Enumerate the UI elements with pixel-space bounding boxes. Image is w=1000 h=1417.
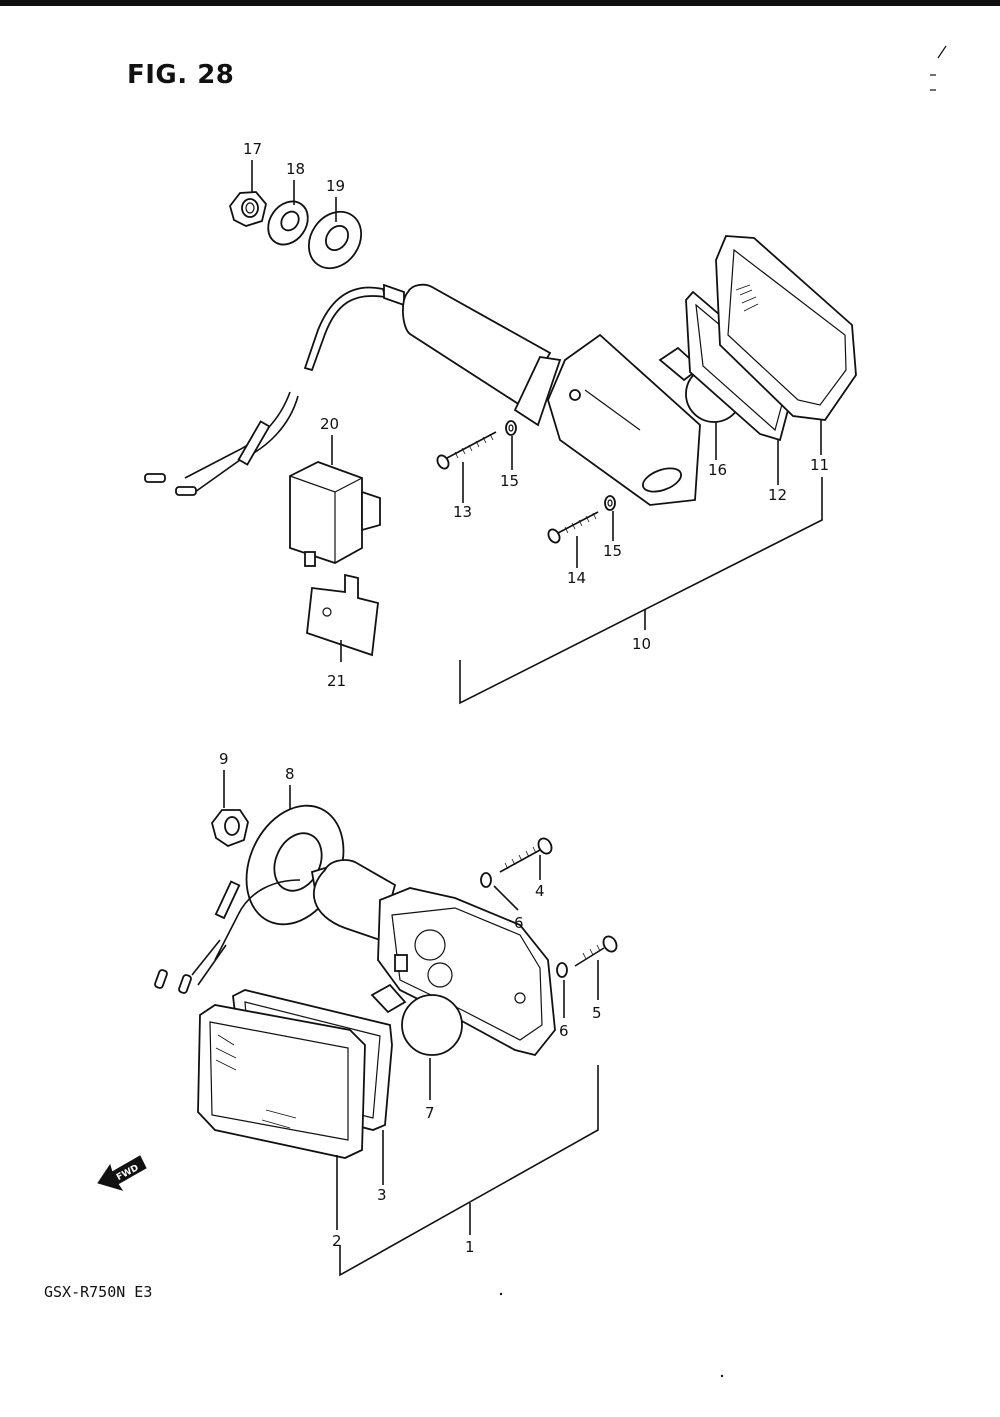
label-8: 8 xyxy=(285,765,295,783)
label-5: 5 xyxy=(592,1004,602,1022)
label-19: 19 xyxy=(326,177,345,195)
label-13: 13 xyxy=(453,503,472,521)
label-6-lower: 6 xyxy=(559,1022,569,1040)
nut-15-upper xyxy=(505,420,517,436)
screw-14 xyxy=(547,511,599,544)
figure-title: FIG. 28 xyxy=(127,60,235,90)
label-17: 17 xyxy=(243,140,262,158)
label-9: 9 xyxy=(219,750,229,768)
label-2: 2 xyxy=(332,1232,342,1250)
lens-2 xyxy=(197,1004,366,1159)
screw-13 xyxy=(436,431,497,470)
upper-wire-harness xyxy=(144,286,387,496)
rubber-washer-19 xyxy=(307,210,363,270)
lower-leader-lines xyxy=(223,770,599,1277)
label-3: 3 xyxy=(377,1186,387,1204)
label-21: 21 xyxy=(327,672,346,690)
nut-15-lower xyxy=(604,495,616,511)
label-18: 18 xyxy=(286,160,305,178)
relay-bracket-21 xyxy=(306,573,379,657)
label-14: 14 xyxy=(567,569,586,587)
label-6-upper: 6 xyxy=(514,914,524,932)
washer-18 xyxy=(267,200,309,246)
label-15-lower: 15 xyxy=(603,542,622,560)
bulb-7 xyxy=(370,983,463,1056)
lens-11 xyxy=(715,235,857,421)
label-12: 12 xyxy=(768,486,787,504)
lower-lamp-stem xyxy=(310,859,397,942)
label-11: 11 xyxy=(810,456,829,474)
upper-leader-lines xyxy=(251,160,823,705)
model-code: GSX-R750N E3 xyxy=(44,1283,153,1301)
label-15-upper: 15 xyxy=(500,472,519,490)
lower-turn-signal-assembly: FWD 9 8 4 6 6 5 7 3 2 1 xyxy=(97,750,618,1277)
label-16: 16 xyxy=(708,461,727,479)
lower-lamp-housing xyxy=(377,887,556,1057)
flange-nut-17 xyxy=(229,191,267,227)
label-20: 20 xyxy=(320,415,339,433)
label-10: 10 xyxy=(632,635,651,653)
scan-marks xyxy=(499,45,947,1378)
screw-5 xyxy=(574,935,618,967)
nut-6-upper xyxy=(480,872,492,888)
top-border xyxy=(0,0,1000,6)
screw-4 xyxy=(499,837,553,873)
flasher-relay-20 xyxy=(289,461,381,567)
nut-6-lower xyxy=(556,962,568,978)
upper-turn-signal-assembly: 17 18 19 20 21 13 15 14 15 16 12 11 10 xyxy=(144,140,857,705)
label-1: 1 xyxy=(465,1238,475,1256)
upper-lamp-body xyxy=(383,283,701,506)
fwd-direction-arrow: FWD xyxy=(97,1155,147,1191)
label-7: 7 xyxy=(425,1104,435,1122)
label-4: 4 xyxy=(535,882,545,900)
flange-nut-9 xyxy=(211,809,249,848)
lower-wire-harness xyxy=(154,879,301,994)
